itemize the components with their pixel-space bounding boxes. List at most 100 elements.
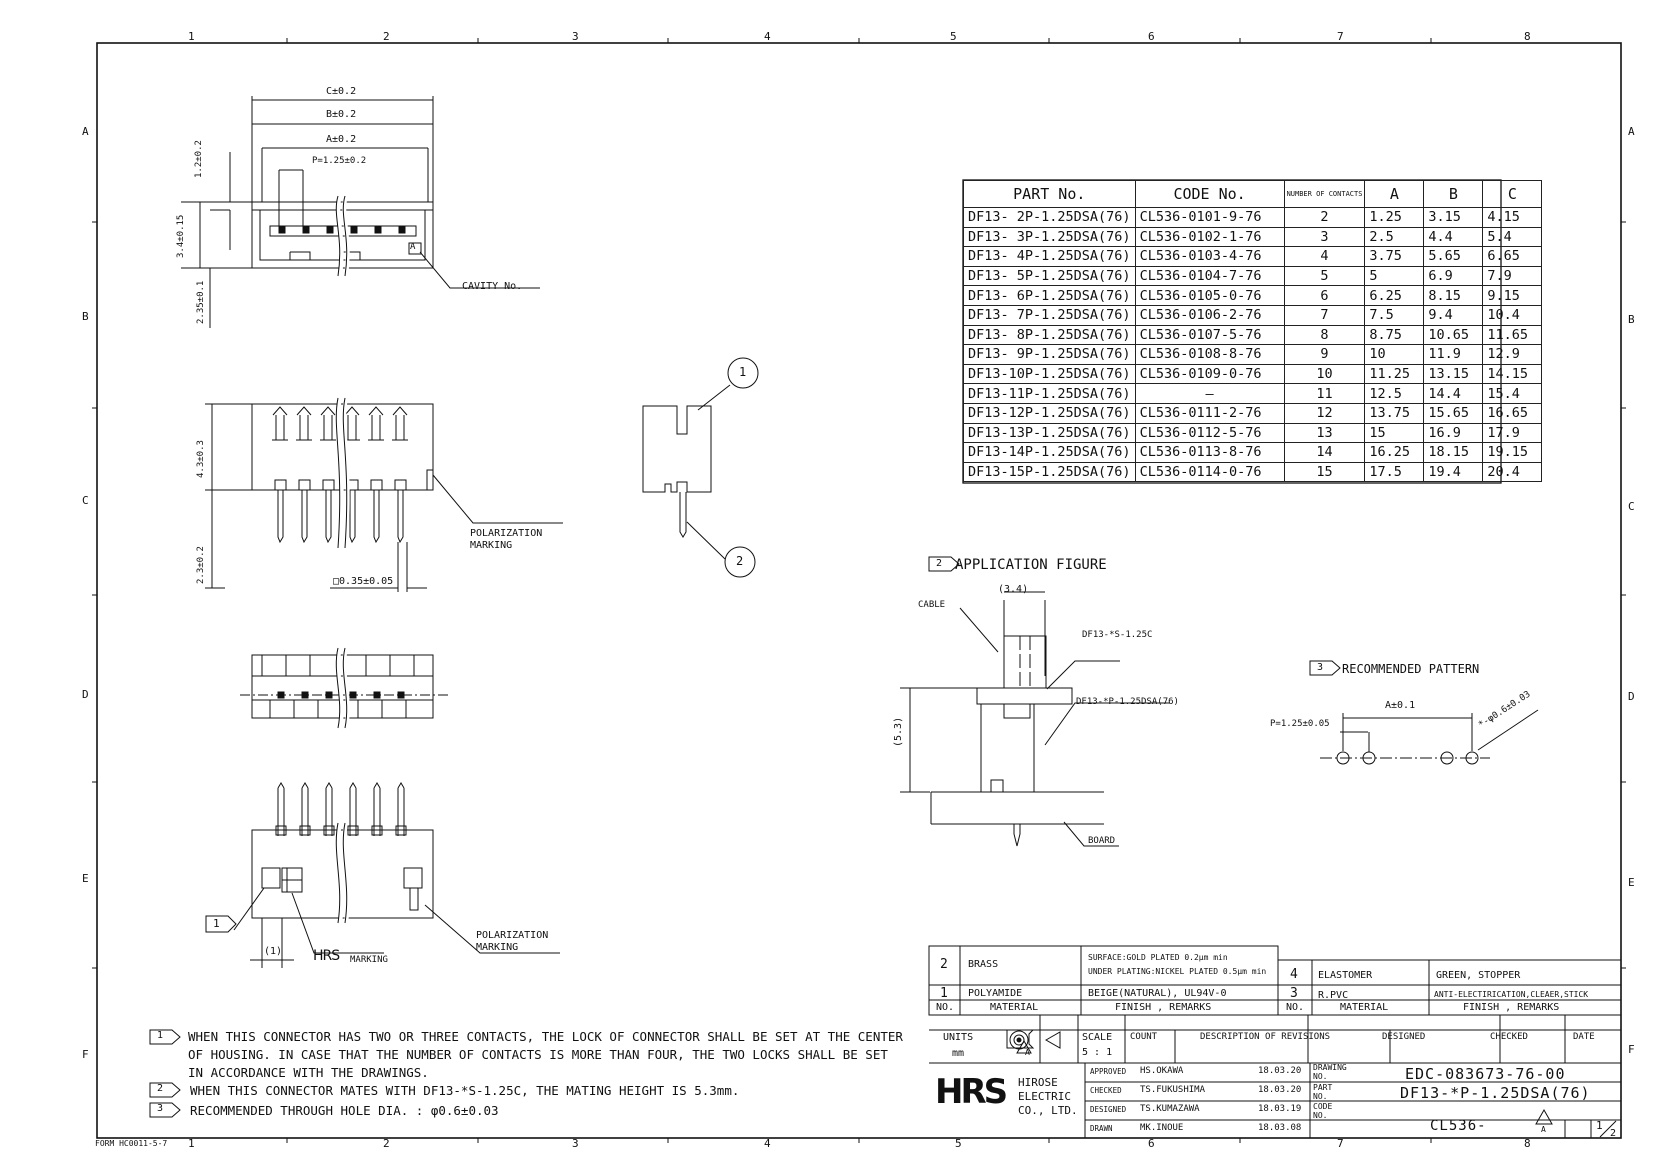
cell-n: 9 [1283,344,1366,365]
mat-finish: GREEN, STOPPER [1436,970,1521,981]
cell-n: 2 [1283,207,1366,228]
designed-label: DESIGNED [1090,1105,1127,1114]
cell-n: 8 [1283,324,1366,346]
cell-c: 20.4 [1482,461,1543,483]
mat-finish: SURFACE:GOLD PLATED 0.2μm min [1088,953,1228,962]
col-label: 5 [950,30,957,43]
col-label: 4 [764,30,771,43]
note-line: RECOMMENDED THROUGH HOLE DIA. : φ0.6±0.0… [190,1103,499,1118]
cell-n: 13 [1283,422,1366,444]
col-label: 5 [955,1137,962,1150]
cell-b: 9.4 [1423,304,1484,326]
row-label: E [1628,876,1635,889]
recommended-pattern [1320,709,1539,765]
designed-name: TS.KUMAZAWA [1140,1104,1200,1114]
cell-b: 5.65 [1423,246,1484,267]
polarization-marking-label: POLARIZATION MARKING [470,528,543,551]
sheet-divider [1599,1120,1617,1138]
row-label: D [1628,690,1635,703]
row-label: A [82,125,89,138]
company-line: HIROSE [1018,1076,1058,1089]
cell-b: 11.9 [1423,344,1484,365]
note-flag-1: 1 [213,917,220,930]
cell-n: 12 [1283,402,1366,424]
cell-b: 4.4 [1423,226,1484,248]
dim-3-4: 3.4±0.15 [176,214,186,258]
col-label: 2 [383,1137,390,1150]
dim-c: C±0.2 [326,86,357,97]
col-label: 6 [1148,30,1155,43]
cell-code: CL536-0101-9-76 [1134,207,1285,228]
app-dim-3-4: (3.4) [998,584,1029,595]
cell-n: 5 [1283,265,1366,287]
row-label: C [82,494,89,507]
note-line: WHEN THIS CONNECTOR HAS TWO OR THREE CON… [188,1029,903,1044]
cell-n: 6 [1283,285,1366,306]
cell-a: 5 [1364,265,1425,287]
drawn-date: 18.03.08 [1258,1123,1302,1133]
mat-header-finish: FINISH , REMARKS [1463,1002,1560,1013]
mat-material: BRASS [968,959,999,970]
cell-c: 6.65 [1482,246,1543,267]
mat-no: 4 [1290,967,1298,982]
cavity-label: CAVITY No. [462,281,523,292]
mat-material: ELASTOMER [1318,970,1373,981]
cell-a: 11.25 [1364,363,1425,385]
cell-code: CL536-0114-0-76 [1134,461,1285,483]
cell-c: 4.15 [1482,207,1543,228]
col-label: 2 [383,30,390,43]
mat-header-no: NO. [1286,1002,1305,1013]
cell-code: CL536-0102-1-76 [1134,226,1285,248]
col-label: 8 [1524,1137,1531,1150]
dim-b: B±0.2 [326,109,357,120]
col-label: 4 [764,1137,771,1150]
title-block-lines [928,945,1622,1138]
callout-2: 2 [736,554,744,568]
cell-code: CL536-0103-4-76 [1134,246,1285,267]
app-fig-title: APPLICATION FIGURE [955,557,1107,573]
cell-a: 13.75 [1364,402,1425,424]
sheet-total: 2 [1610,1128,1617,1139]
note-flag: 1 [157,1030,164,1041]
cell-part: DF13-11P-1.25DSA(76) [963,383,1136,404]
dim-4-3: 4.3±0.3 [196,440,206,478]
cell-a: 1.25 [1364,207,1425,228]
top-view [181,96,540,328]
col-label: 7 [1337,1137,1344,1150]
cell-b: 14.4 [1423,383,1484,404]
cell-b: 18.15 [1423,442,1484,463]
header-contacts: NUMBER OF CONTACTS [1283,180,1366,208]
cell-a: 16.25 [1364,442,1425,463]
note-flag: 3 [157,1103,164,1114]
side-view [642,357,759,578]
code-no-label: CODE NO. [1313,1102,1333,1120]
cell-part: DF13- 9P-1.25DSA(76) [963,344,1136,365]
sheet-rev: A [1541,1125,1546,1134]
cell-b: 13.15 [1423,363,1484,385]
cell-b: 16.9 [1423,422,1484,444]
cell-a: 7.5 [1364,304,1425,326]
rev-flag: A [1025,1048,1030,1057]
approved-name: HS.OKAWA [1140,1066,1184,1076]
row-label: F [1628,1043,1635,1056]
cell-part: DF13- 2P-1.25DSA(76) [963,207,1136,228]
row-label: D [82,688,89,701]
cell-a: 8.75 [1364,324,1425,346]
desc-rev-header: DESCRIPTION OF REVISIONS [1200,1032,1331,1042]
row-label: F [82,1048,89,1061]
cell-b: 6.9 [1423,265,1484,287]
hrs-logo: HRS [935,1072,1008,1112]
cell-c: 11.65 [1482,324,1543,346]
dim-1-2: 1.2±0.2 [194,140,204,178]
units-label: UNITS [943,1032,974,1043]
pattern-pitch: P=1.25±0.05 [1270,719,1330,729]
header-c: C [1482,180,1543,208]
cell-c: 7.9 [1482,265,1543,287]
cell-a: 17.5 [1364,461,1425,483]
drawn-name: MK.INOUE [1140,1123,1184,1133]
cell-c: 9.15 [1482,285,1543,306]
